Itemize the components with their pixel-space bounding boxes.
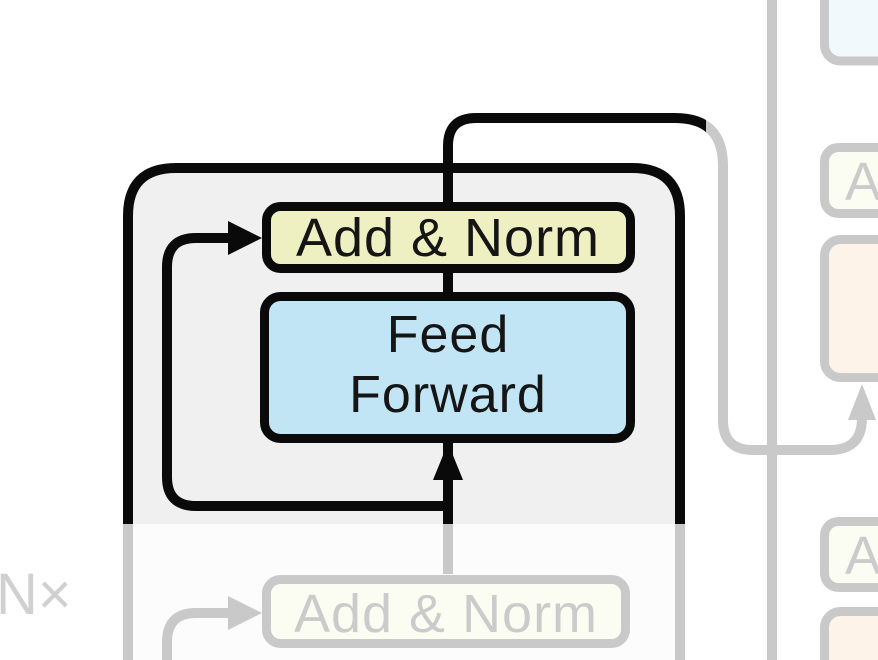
add-norm-label: Add & Norm (296, 208, 600, 268)
feed-forward-input-arrowhead-icon (433, 443, 463, 480)
residual-arrowhead-icon (228, 221, 262, 255)
residual-connection-line (162, 233, 450, 511)
feed-forward-label-line2: Forward (349, 366, 547, 424)
add-norm-box (262, 202, 635, 273)
feed-forward-label-line1: Feed (387, 306, 510, 364)
feed-forward-box (260, 292, 635, 443)
